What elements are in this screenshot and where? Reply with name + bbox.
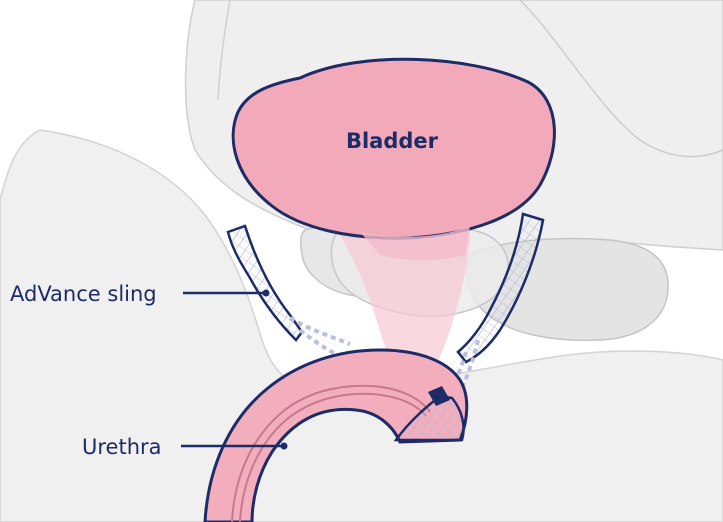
bladder-label: Bladder (346, 129, 439, 153)
sling-leader-dot (263, 290, 270, 297)
urethra-leader-dot (281, 443, 288, 450)
sling-label: AdVance sling (10, 282, 157, 306)
urethra-label: Urethra (82, 435, 162, 459)
